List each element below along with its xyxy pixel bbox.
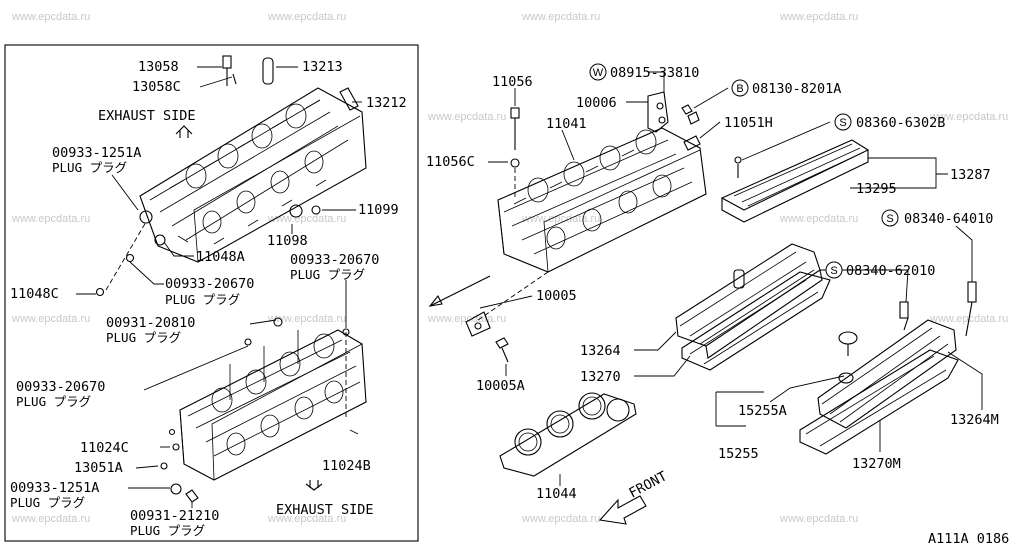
label-13295: 13295 bbox=[856, 181, 897, 197]
watermark-group: www.epcdata.ru www.epcdata.ru www.epcdat… bbox=[11, 11, 1008, 525]
cover-plate-13287 bbox=[720, 139, 870, 223]
exhaust-side-label-bottom: EXHAUST SIDE bbox=[276, 502, 374, 518]
label-00933-1251a-bot: 00933-1251A bbox=[10, 480, 99, 496]
watermark: www.epcdata.ru bbox=[779, 513, 858, 525]
label-13051a: 13051A bbox=[74, 460, 123, 476]
label-13270: 13270 bbox=[580, 369, 621, 385]
label-08360-6302b: 08360-6302B bbox=[856, 115, 945, 131]
label-08915-33810: 08915-33810 bbox=[610, 65, 699, 81]
label-08340-62010: 08340-62010 bbox=[846, 263, 935, 279]
watermark: www.epcdata.ru bbox=[11, 213, 90, 225]
upper-cylinder-head bbox=[95, 55, 367, 297]
leader-lines bbox=[76, 66, 983, 508]
label-11048a: 11048A bbox=[196, 249, 245, 265]
label-11024b: 11024B bbox=[322, 458, 371, 474]
lower-cylinder-head bbox=[160, 317, 367, 503]
label-00933-20670-top: 00933-20670 bbox=[290, 252, 379, 268]
label-00931-21210: 00931-21210 bbox=[130, 508, 219, 524]
label-11048c: 11048C bbox=[10, 286, 59, 302]
label-11051h: 11051H bbox=[724, 115, 773, 131]
symbol-s: S bbox=[830, 265, 837, 277]
watermark: www.epcdata.ru bbox=[521, 11, 600, 23]
part-labels: 13058 13058C 13213 13212 EXHAUST SIDE 00… bbox=[10, 59, 1009, 547]
symbol-s: S bbox=[839, 117, 846, 129]
watermark: www.epcdata.ru bbox=[521, 513, 600, 525]
watermark: www.epcdata.ru bbox=[267, 313, 346, 325]
bracket-hole bbox=[474, 322, 482, 330]
label-10005a: 10005A bbox=[476, 378, 525, 394]
plug-label: PLUG プラグ bbox=[10, 495, 85, 510]
assembly-arrow-head bbox=[428, 294, 443, 307]
watermark: www.epcdata.ru bbox=[779, 11, 858, 23]
label-13212: 13212 bbox=[366, 95, 407, 111]
front-label: FRONT bbox=[626, 468, 669, 501]
watermark: www.epcdata.ru bbox=[929, 111, 1008, 123]
plug-label: PLUG プラグ bbox=[52, 160, 127, 175]
symbol-s-circle bbox=[881, 209, 899, 227]
label-10005: 10005 bbox=[536, 288, 577, 304]
symbol-s-circle bbox=[825, 261, 843, 279]
label-13264: 13264 bbox=[580, 343, 621, 359]
label-08130-8201a: 08130-8201A bbox=[752, 81, 841, 97]
label-13058c: 13058C bbox=[132, 79, 181, 95]
label-15255a: 15255A bbox=[738, 403, 787, 419]
label-11056c: 11056C bbox=[426, 154, 475, 170]
plug-label: PLUG プラグ bbox=[290, 267, 365, 282]
bracket-10005 bbox=[465, 311, 491, 337]
watermark: www.epcdata.ru bbox=[427, 111, 506, 123]
label-13213: 13213 bbox=[302, 59, 343, 75]
label-00933-20670-mid: 00933-20670 bbox=[165, 276, 254, 292]
symbol-w: W bbox=[593, 67, 604, 79]
symbol-s-circle bbox=[834, 113, 852, 131]
bracket-dashed-leader bbox=[477, 271, 549, 321]
watermark: www.epcdata.ru bbox=[521, 213, 600, 225]
label-11044: 11044 bbox=[536, 486, 577, 502]
watermark: www.epcdata.ru bbox=[267, 11, 346, 23]
symbol-b: B bbox=[736, 83, 743, 95]
symbol-s: S bbox=[886, 213, 893, 225]
label-11056: 11056 bbox=[492, 74, 533, 90]
label-00931-20810: 00931-20810 bbox=[106, 315, 195, 331]
plug-label: PLUG プラグ bbox=[106, 330, 181, 345]
exhaust-arrow-top bbox=[175, 125, 193, 138]
watermark: www.epcdata.ru bbox=[427, 313, 506, 325]
label-11041: 11041 bbox=[546, 116, 587, 132]
plug-label: PLUG プラグ bbox=[16, 394, 91, 409]
bolt-10005a bbox=[495, 337, 509, 363]
exhaust-arrow-bottom bbox=[305, 480, 323, 491]
label-00933-1251a-top: 00933-1251A bbox=[52, 145, 141, 161]
label-13270m: 13270M bbox=[852, 456, 901, 472]
label-08340-64010: 08340-64010 bbox=[904, 211, 993, 227]
watermark: www.epcdata.ru bbox=[779, 213, 858, 225]
left-detail-frame bbox=[4, 44, 419, 542]
head-gasket-11044 bbox=[499, 392, 637, 477]
main-cylinder-head bbox=[497, 91, 707, 273]
label-11098: 11098 bbox=[267, 233, 308, 249]
label-13058: 13058 bbox=[138, 59, 179, 75]
label-11099: 11099 bbox=[358, 202, 399, 218]
rocker-cover-13264 bbox=[675, 243, 831, 371]
exhaust-side-label-top: EXHAUST SIDE bbox=[98, 108, 196, 124]
assembly-arrow bbox=[429, 275, 491, 307]
label-15255: 15255 bbox=[718, 446, 759, 462]
front-arrow bbox=[598, 495, 647, 525]
symbol-b-circle bbox=[731, 79, 749, 97]
plug-label: PLUG プラグ bbox=[130, 523, 205, 538]
diagram-code: A111A 0186 bbox=[928, 531, 1009, 547]
watermark: www.epcdata.ru bbox=[267, 213, 346, 225]
watermark: www.epcdata.ru bbox=[11, 11, 90, 23]
label-11024c: 11024C bbox=[80, 440, 129, 456]
watermark: www.epcdata.ru bbox=[267, 513, 346, 525]
watermark: www.epcdata.ru bbox=[11, 513, 90, 525]
watermark: www.epcdata.ru bbox=[11, 313, 90, 325]
symbol-w-circle bbox=[589, 63, 607, 81]
label-00933-20670-left: 00933-20670 bbox=[16, 379, 105, 395]
rocker-cover-13264m bbox=[799, 281, 977, 455]
plug-label: PLUG プラグ bbox=[165, 292, 240, 307]
label-13264m: 13264M bbox=[950, 412, 999, 428]
label-10006: 10006 bbox=[576, 95, 617, 111]
label-13287: 13287 bbox=[950, 167, 991, 183]
